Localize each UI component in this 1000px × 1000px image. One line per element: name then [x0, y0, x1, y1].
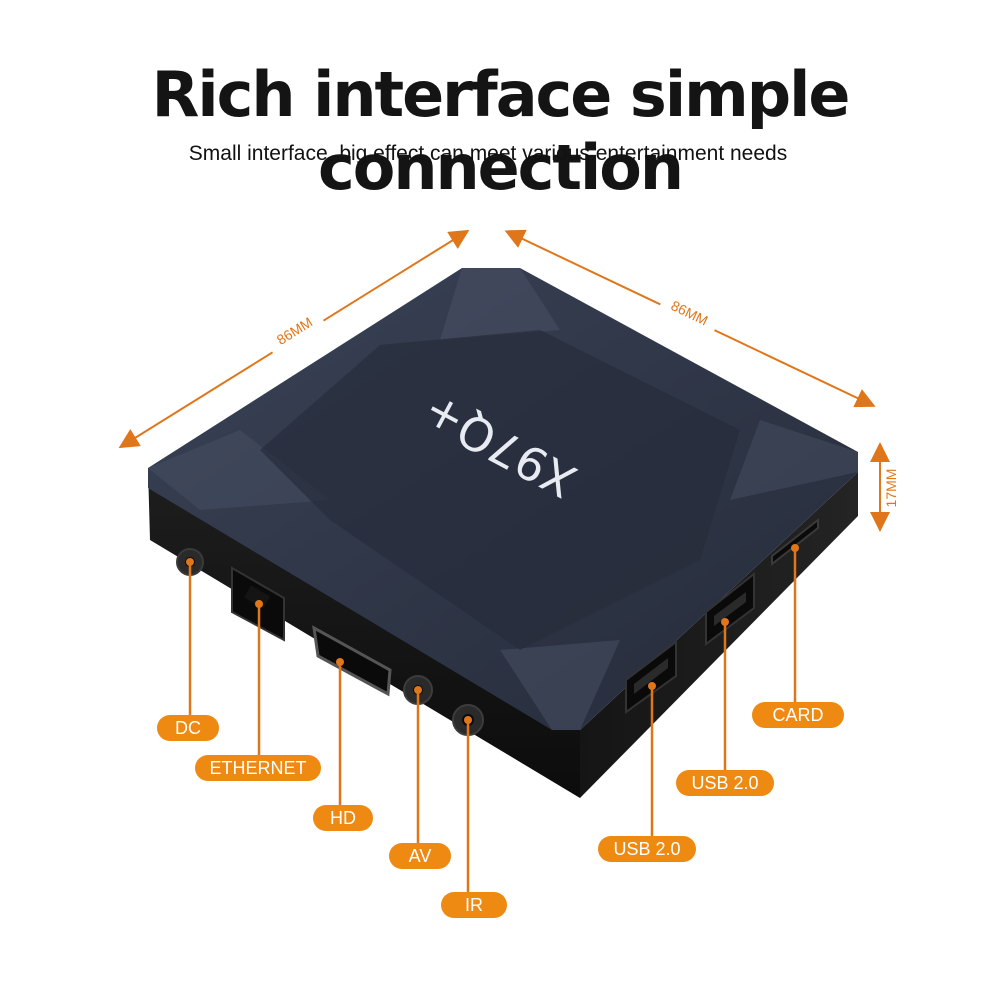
port-label-usb-right: USB 2.0: [676, 770, 774, 796]
dimension-label-height: 17MM: [883, 469, 899, 508]
port-label-ethernet: ETHERNET: [195, 755, 321, 781]
port-label-hd: HD: [313, 805, 373, 831]
port-label-usb-left: USB 2.0: [598, 836, 696, 862]
page-title: Rich interface simple connection: [151, 58, 851, 204]
port-label-ir: IR: [441, 892, 507, 918]
leader-lines: [188, 548, 797, 893]
port-label-dc: DC: [157, 715, 219, 741]
card-slot: [771, 517, 819, 567]
port-label-card: CARD: [752, 702, 844, 728]
hdmi-port: [312, 625, 392, 697]
tv-box: X97Q+: [148, 268, 858, 798]
port-label-av: AV: [389, 843, 451, 869]
page-subtitle: Small interface, big effect can meet var…: [188, 142, 788, 165]
